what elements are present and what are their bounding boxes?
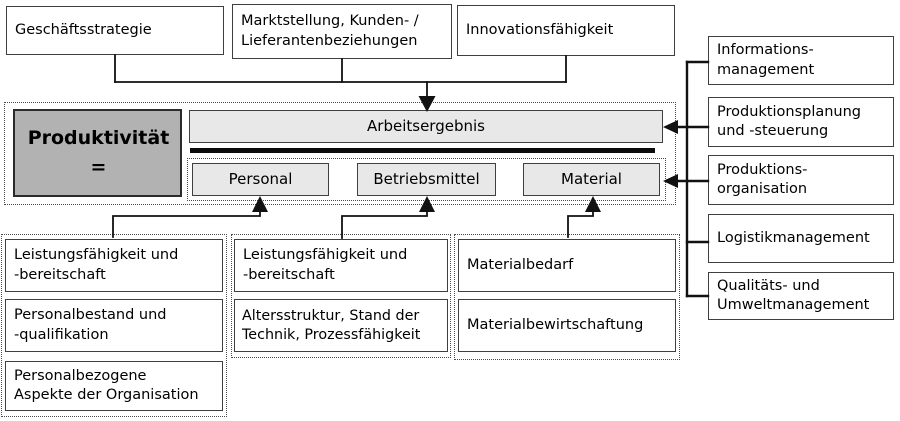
equation-group-frame [4,102,676,205]
box-produktionsorganisation: Produktions- organisation [708,155,894,205]
material-factors-frame [454,234,680,360]
box-personalbestand: Personalbestand und -qualifikation [5,299,223,352]
box-materialbedarf: Materialbedarf [458,239,676,292]
box-material: Material [523,163,660,196]
box-betriebsmittel: Betriebsmittel [357,163,496,196]
box-innovationsfaehigkeit: Innovationsfähigkeit [457,5,675,56]
box-personalbezogene-aspekte: Personalbezogene Aspekte der Organisatio… [5,361,223,411]
box-arbeitsergebnis: Arbeitsergebnis [189,110,663,143]
box-produktionsplanung: Produktionsplanung und -steuerung [708,97,894,147]
box-informationsmanagement: Informations- management [708,36,894,85]
fraction-bar [190,148,655,153]
box-materialbewirtschaftung: Materialbewirtschaftung [458,299,676,352]
box-logistikmanagement: Logistikmanagement [708,214,894,263]
box-geschaeftsstrategie: Geschäftsstrategie [6,6,224,55]
box-personal: Personal [192,163,329,196]
box-altersstruktur: Altersstruktur, Stand der Technik, Proze… [234,299,448,352]
box-leistungsfaehigkeit-personal: Leistungsfähigkeit und -bereitschaft [5,239,223,292]
box-produktivitaet: Produktivität = [13,109,182,197]
box-qualitaets-umweltmanagement: Qualitäts- und Umweltmanagement [708,272,894,320]
box-marktstellung: Marktstellung, Kunden- / Lieferantenbezi… [232,4,452,59]
betriebsmittel-factors-frame [231,234,451,358]
box-leistungsfaehigkeit-betriebsmittel: Leistungsfähigkeit und -bereitschaft [234,239,448,292]
